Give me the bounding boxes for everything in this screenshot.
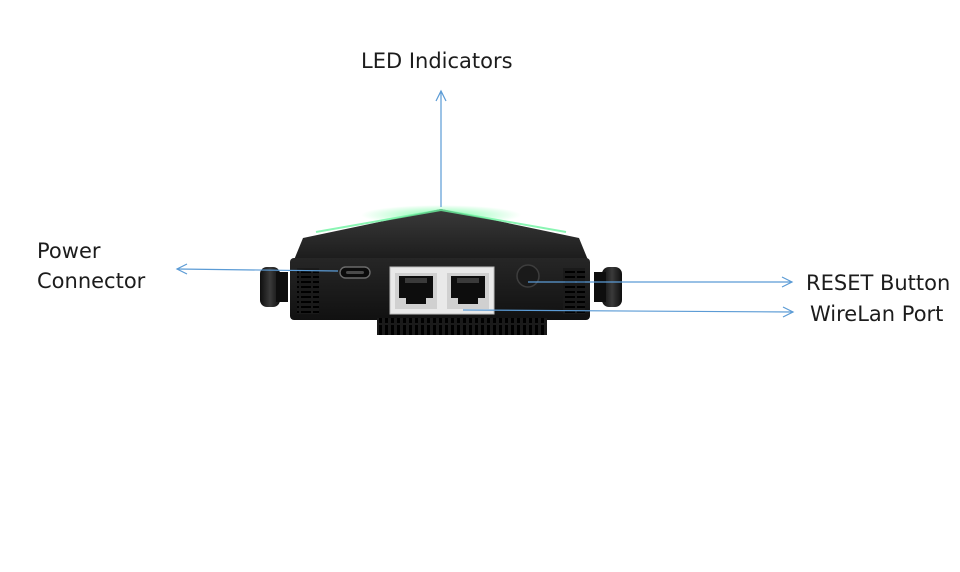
power-connector-label: Power Connector (37, 236, 145, 296)
power-connector-label-line2: Connector (37, 269, 146, 293)
usb-c-port-icon (339, 266, 371, 279)
rj45-port-icon (447, 273, 489, 309)
led-indicators-label: LED Indicators (361, 49, 513, 73)
power-connector-label-line1: Power (37, 239, 101, 263)
reset-button-label: RESET Button (806, 271, 951, 295)
wirelan-port-label: WireLan Port (810, 302, 944, 326)
antenna-left-icon (260, 267, 288, 307)
ethernet-ports (389, 266, 495, 315)
rj45-port-icon (395, 273, 437, 309)
wirelan-arrow (462, 309, 794, 313)
antenna-right-icon (594, 267, 622, 307)
reset-button-icon (516, 264, 540, 288)
power-arrow (176, 268, 339, 272)
callout-arrows (175, 89, 795, 318)
